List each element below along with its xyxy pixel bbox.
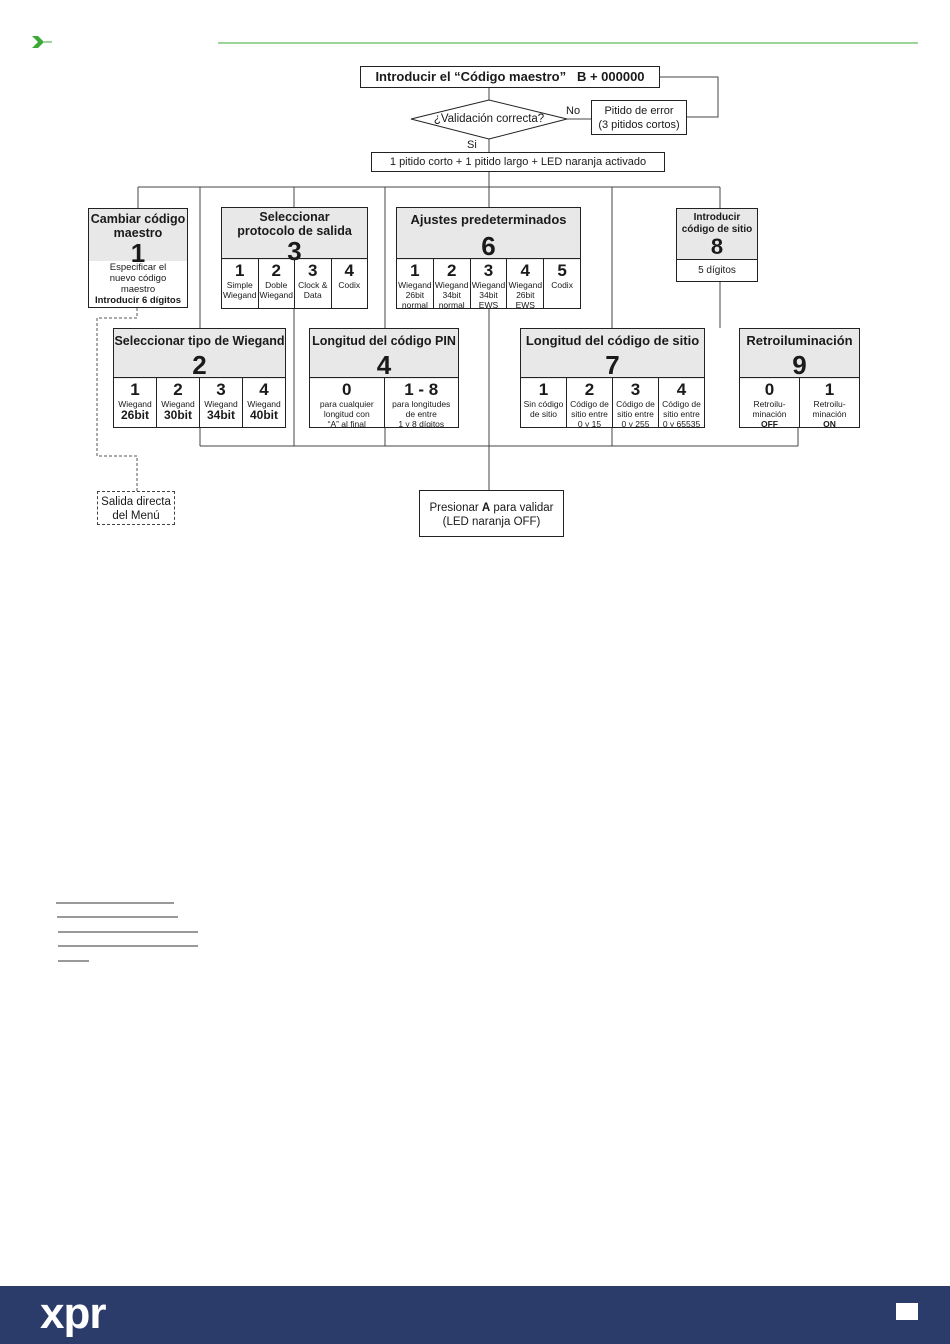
- page-number-box: [896, 1303, 918, 1320]
- menu-6-number: 6: [481, 231, 496, 261]
- menu-box-1: Cambiar código maestro 1 Especificar el …: [88, 208, 188, 308]
- validation-diamond: [410, 99, 568, 140]
- menu-3-number: 3: [287, 236, 302, 266]
- menu-2-number: 2: [192, 350, 207, 380]
- footer-bar: [0, 1286, 950, 1344]
- menu-6-title: Ajustes predeterminados: [410, 212, 567, 227]
- menu-1-title: Cambiar código maestro: [90, 212, 186, 240]
- menu-4-number: 4: [376, 350, 392, 380]
- menu-7-number: 7: [605, 350, 620, 380]
- menu-4-title: Longitud del código PIN: [312, 334, 456, 348]
- validate-line-2: (LED naranja OFF): [442, 516, 541, 528]
- validate-box: Presionar A para validar (LED naranja OF…: [419, 490, 564, 537]
- menu-1-number: 1: [130, 238, 146, 268]
- menu-8-number: 8: [710, 234, 724, 259]
- no-label: No: [566, 105, 581, 117]
- chevron-right-icon: [32, 36, 52, 48]
- start-box: Introducir el “Código maestro” B + 00000…: [360, 66, 660, 88]
- decorative-rules: [56, 902, 198, 962]
- xpr-logo: xpr: [40, 1289, 106, 1338]
- menu-8-title: Introducir código de sitio: [681, 212, 753, 235]
- menu-box-8: Introducir código de sitio 8 5 dígitos: [676, 208, 758, 282]
- validation-label: ¿Validación correcta?: [433, 113, 545, 125]
- si-label: Si: [467, 139, 477, 151]
- menu-1-desc: Especificar el nuevo código maestro: [109, 262, 167, 295]
- header-decoration: [32, 36, 918, 48]
- menu-2-title: Seleccionar tipo de Wiegand: [114, 334, 285, 348]
- menu-9-title: Retroiluminación: [746, 333, 853, 348]
- error-box: Pitido de error (3 pitidos cortos): [591, 100, 687, 135]
- menu-3-title: Seleccionar protocolo de salida: [237, 210, 352, 238]
- exit-box: Salida directa del Menú: [97, 491, 175, 525]
- validate-line-1: Presionar A para validar: [429, 502, 554, 514]
- menu-8-desc: 5 dígitos: [677, 259, 757, 282]
- menu-7-title: Longitud del código de sitio: [525, 333, 700, 348]
- confirm-box: 1 pitido corto + 1 pitido largo + LED na…: [371, 152, 665, 172]
- menu-1-desc-bold: Introducir 6 dígitos: [94, 295, 182, 306]
- flow-connectors: [96, 76, 799, 491]
- menu-9-number: 9: [792, 350, 807, 380]
